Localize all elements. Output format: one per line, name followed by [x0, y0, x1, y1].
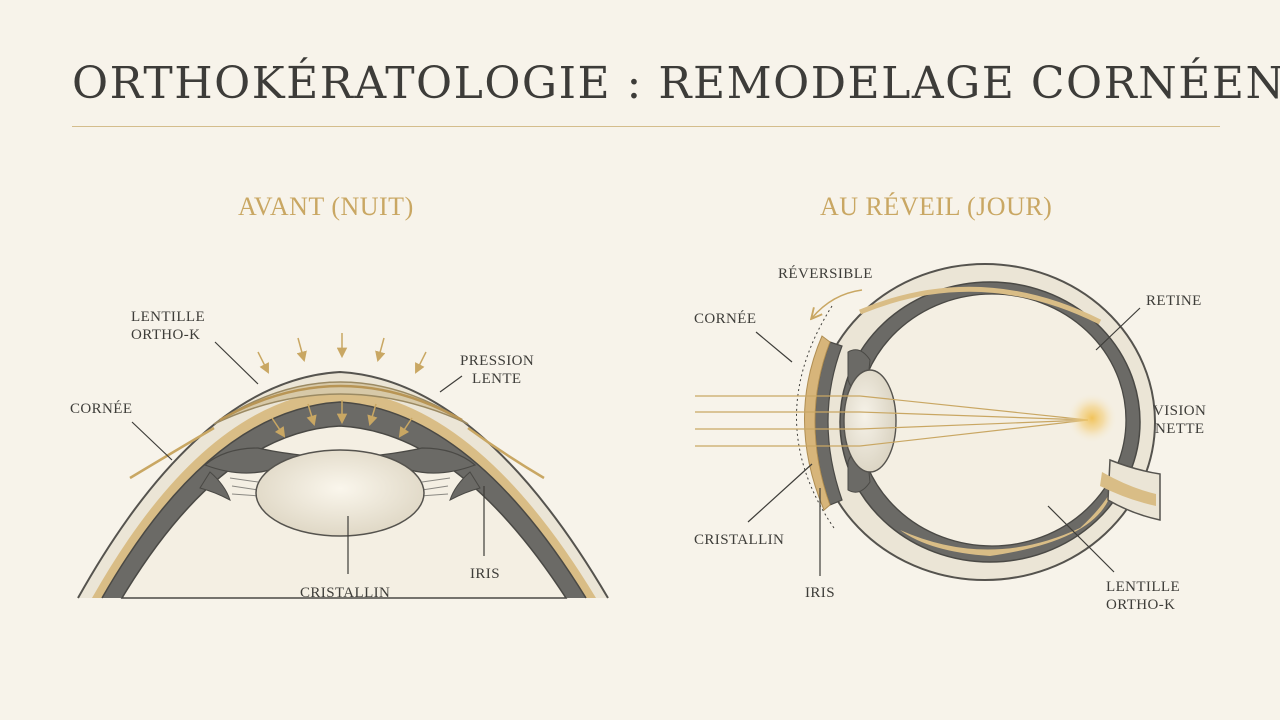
- left-panel-heading: AVANT (NUIT): [238, 192, 414, 221]
- right-label-iris: IRIS: [805, 585, 835, 601]
- left-label-lens-1: LENTILLE: [131, 309, 205, 325]
- right-eye-diagram: RÉVERSIBLE CORNÉE RETINE VISION NETTE CR…: [694, 263, 1206, 613]
- right-label-reversible: RÉVERSIBLE: [778, 265, 873, 282]
- left-label-cornea: CORNÉE: [70, 400, 132, 417]
- left-label-pressure-2: LENTE: [472, 371, 521, 387]
- right-label-retina: RETINE: [1146, 293, 1202, 309]
- right-panel-heading: AU RÉVEIL (JOUR): [820, 192, 1053, 221]
- page-title: ORTHOKÉRATOLOGIE : REMODELAGE CORNÉEN: [72, 58, 1280, 109]
- left-crystalline: [255, 449, 425, 537]
- left-label-crystalline: CRISTALLIN: [300, 585, 390, 601]
- right-orthok-lens: [804, 335, 831, 511]
- right-label-vision-2: NETTE: [1155, 421, 1204, 437]
- right-label-lens-1: LENTILLE: [1106, 579, 1180, 595]
- left-label-lens-2: ORTHO-K: [131, 327, 200, 343]
- title-divider: [72, 126, 1220, 127]
- right-label-crystalline: CRISTALLIN: [694, 532, 784, 548]
- left-label-pressure-1: PRESSION: [460, 353, 534, 369]
- focal-point: [1066, 392, 1118, 444]
- reversible-arrow: [812, 289, 863, 318]
- right-crystalline: [843, 369, 897, 473]
- pressure-arrows: [257, 333, 427, 438]
- right-label-lens-2: ORTHO-K: [1106, 597, 1175, 613]
- left-label-iris: IRIS: [470, 566, 500, 582]
- left-eye-diagram: LENTILLE ORTHO-K PRESSION LENTE CORNÉE C…: [70, 309, 609, 601]
- left-orthok-lens: [213, 381, 469, 425]
- light-rays: [695, 395, 1089, 447]
- right-label-vision-1: VISION: [1153, 403, 1206, 419]
- right-label-cornea: CORNÉE: [694, 310, 756, 327]
